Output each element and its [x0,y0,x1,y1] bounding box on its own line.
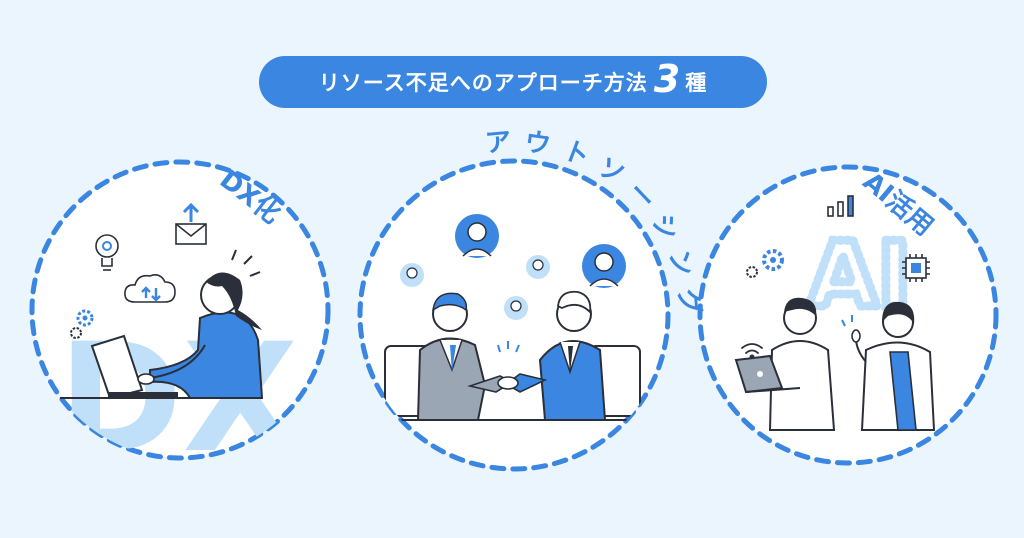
upload-mail-icon [175,202,207,245]
outsourcing-label-char: グ [672,287,705,317]
gear-icon [70,309,94,339]
title-banner: リソース不足へのアプローチ方法 3 種 [259,56,767,108]
ai-circle: AI [697,164,999,466]
title-number: 3 [653,57,682,101]
person-avatar-icon [526,255,550,279]
bar-chart-icon [827,195,854,217]
dx-circle: DX [29,159,331,461]
outsourcing-label-char: ウ [523,126,553,161]
lightbulb-gear-icon [95,234,119,271]
person-avatar-icon [400,263,424,287]
person-avatar-icon [504,296,528,320]
cloud-sync-icon [124,274,176,303]
chip-icon [902,254,930,282]
handshake-icon [467,341,548,393]
outsourcing-circle [357,158,671,472]
person-avatar-icon [582,244,626,288]
title-suffix: 種 [685,71,708,95]
woman-at-laptop [60,249,264,400]
outsourcing-label-char: ア [484,126,513,159]
person-avatar-icon [455,214,499,258]
title-prefix: リソース不足へのアプローチ方法 [318,71,648,95]
gear-icon [746,249,784,278]
